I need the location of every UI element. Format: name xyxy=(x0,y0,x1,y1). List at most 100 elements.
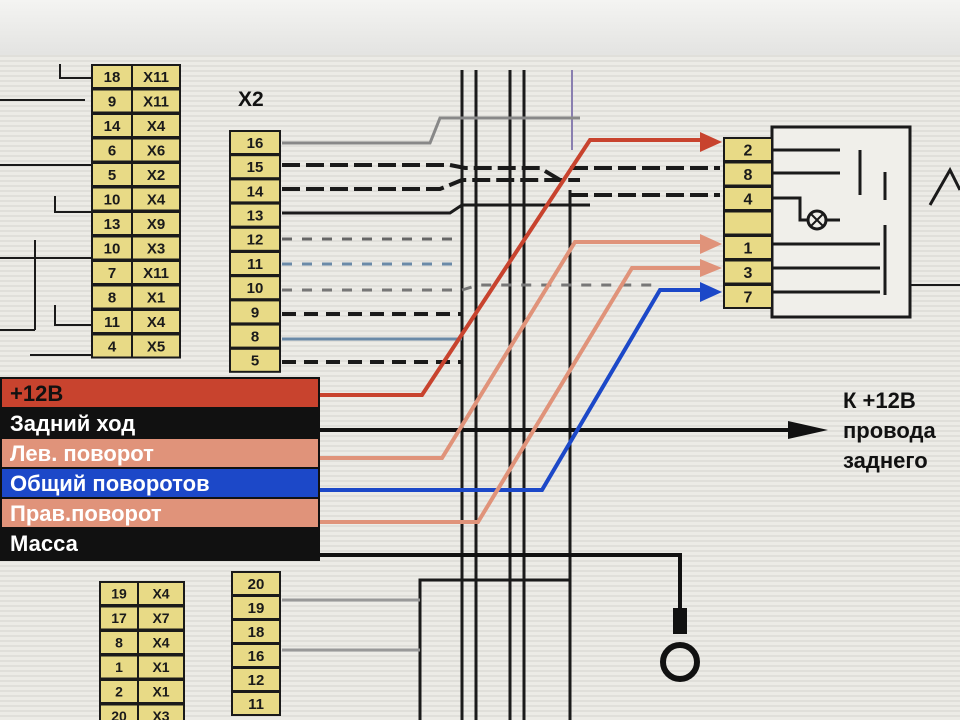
left-pin-label: 19 xyxy=(111,586,127,602)
left-pin: 6 xyxy=(91,137,133,163)
left-pin-label: 7 xyxy=(108,265,116,282)
x2-title: X2 xyxy=(238,88,264,111)
left-pin: 10 xyxy=(91,235,133,261)
x2-pin: 10 xyxy=(229,275,281,301)
x2-pin-label: 16 xyxy=(248,648,265,665)
left-pin-label: 20 xyxy=(111,708,127,720)
x2-pin-label: 11 xyxy=(248,696,264,713)
left-pin-label: 4 xyxy=(108,338,117,355)
arrow-icon xyxy=(700,234,722,254)
wire-plus12v xyxy=(316,138,700,397)
x2-pin-label: 13 xyxy=(247,208,264,225)
left-conn-label: X1 xyxy=(152,684,169,700)
wire-color-legend: +12В Задний ход Лев. поворот Общий повор… xyxy=(0,377,320,561)
x2-pin-label: 10 xyxy=(247,280,264,297)
x2-pin: 15 xyxy=(229,154,281,180)
legend-item-common-turn: Общий поворотов xyxy=(2,469,318,499)
x2-pin-label: 18 xyxy=(248,624,265,641)
left-pin: 4 xyxy=(91,333,133,359)
left-conn: X1 xyxy=(131,284,181,310)
left-conn-label: X4 xyxy=(152,635,169,651)
left-conn-label: X11 xyxy=(143,265,169,282)
left-conn-label: X4 xyxy=(147,118,166,135)
left-pin-label: 10 xyxy=(104,191,121,208)
x2-pin: 16 xyxy=(229,130,281,155)
x2-pin-cell xyxy=(229,202,281,228)
x2-pin-label: 8 xyxy=(251,329,259,346)
relay-box xyxy=(770,125,912,319)
left-pin: 20 xyxy=(99,703,139,720)
left-conn-label: X5 xyxy=(147,338,165,355)
left-conn: X5 xyxy=(131,333,181,359)
x2-pin-cell xyxy=(229,226,281,252)
arrow-icon xyxy=(700,259,722,277)
wire-common-turn xyxy=(316,288,700,492)
left-pin: 14 xyxy=(91,113,133,138)
left-pin-label: 14 xyxy=(104,118,121,135)
left-pin-label: 11 xyxy=(104,314,120,331)
warning-triangle-icon xyxy=(928,166,960,206)
left-conn: X4 xyxy=(131,309,181,334)
left-conn-cell xyxy=(137,703,185,720)
arrow-icon xyxy=(788,421,828,439)
left-conn-cell xyxy=(137,630,185,655)
relay-pin: 8 xyxy=(723,161,773,187)
left-conn-label: X4 xyxy=(152,586,169,602)
left-conn-label: X11 xyxy=(143,69,169,86)
schematic-lines xyxy=(0,64,960,720)
relay-internals xyxy=(772,148,887,295)
left-conn-cell xyxy=(131,211,181,236)
left-conn-cell xyxy=(131,333,181,359)
left-conn: X7 xyxy=(137,605,185,631)
legend-item-right-turn: Прав.поворот xyxy=(2,499,318,529)
left-pin: 7 xyxy=(91,260,133,285)
note-line: К +12В xyxy=(843,388,916,413)
x2-pin: 11 xyxy=(229,251,281,276)
wire xyxy=(282,203,590,215)
x2-pin-label: 12 xyxy=(248,672,265,689)
x2-pin: 18 xyxy=(231,619,281,644)
relay-pin-cell xyxy=(723,186,773,211)
x2-pin-cell xyxy=(229,275,281,301)
ground-ring-icon xyxy=(660,642,700,682)
wire xyxy=(282,116,580,145)
relay-pin-label: 4 xyxy=(744,191,753,208)
left-pin-label: 5 xyxy=(108,167,116,184)
left-conn: X1 xyxy=(137,679,185,704)
left-pin: 8 xyxy=(99,630,139,655)
x2-pin: 13 xyxy=(229,202,281,228)
x2-pin-label: 5 xyxy=(251,353,259,370)
left-conn-label: X3 xyxy=(152,708,169,720)
x2-pin: 8 xyxy=(229,323,281,349)
arrow-icon xyxy=(700,132,722,152)
left-conn: X3 xyxy=(137,703,185,720)
x2-pin: 14 xyxy=(229,178,281,204)
left-conn-cell xyxy=(131,113,181,138)
relay-pin-cell xyxy=(723,161,773,187)
relay-pin-cell xyxy=(723,235,773,260)
left-conn-cell xyxy=(131,186,181,212)
left-pin: 13 xyxy=(91,211,133,236)
left-pin-label: 9 xyxy=(108,93,116,110)
relay-pin: 4 xyxy=(723,186,773,211)
x2-pin-cell xyxy=(229,154,281,180)
left-conn-cell xyxy=(137,581,185,606)
left-conn-label: X11 xyxy=(143,93,169,110)
legend-item-reverse: Задний ход xyxy=(2,409,318,439)
left-pin: 17 xyxy=(99,605,139,631)
left-conn-label: X4 xyxy=(147,314,166,331)
left-pin-label: 10 xyxy=(104,240,121,257)
x2-pin-label: 20 xyxy=(248,576,265,593)
left-conn: X6 xyxy=(131,137,181,163)
highlight-wires xyxy=(316,132,828,682)
left-conn-cell xyxy=(131,137,181,163)
left-pin: 2 xyxy=(99,679,139,704)
wire xyxy=(418,578,570,720)
x2-pin: 5 xyxy=(229,347,281,373)
x2-pin-cell xyxy=(229,178,281,204)
left-conn-label: X9 xyxy=(147,216,165,233)
left-conn-label: X4 xyxy=(147,191,166,208)
left-pin: 10 xyxy=(91,186,133,212)
